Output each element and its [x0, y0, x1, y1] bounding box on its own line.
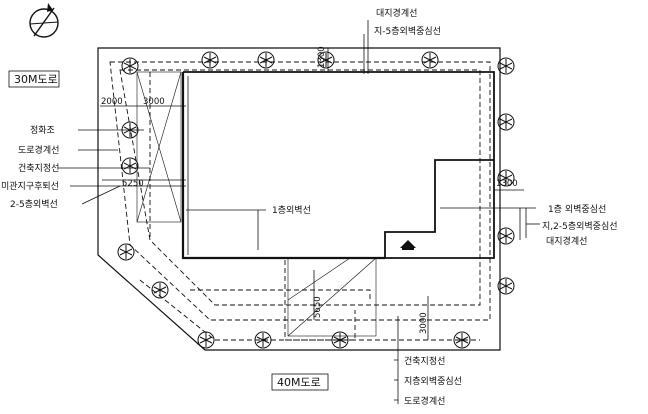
dim-2000: 2000	[101, 97, 123, 107]
label-1f-outer-center: 1층 외벽중심선	[548, 203, 606, 215]
dim-1300-top: 1300	[317, 46, 327, 68]
dim-3000: 3000	[143, 97, 165, 107]
label-basement-outer-center: 지층외벽중심선	[404, 375, 462, 387]
label-b1-2-5-center: 지,2-5층외벽중심선	[542, 220, 618, 232]
label-1f-outer-wall: 1층외벽선	[272, 204, 311, 216]
entrance-icon	[400, 240, 416, 248]
dim-3000-bottom: 3000	[419, 312, 429, 334]
building-footprint	[183, 71, 495, 259]
dim-5650: 5650	[313, 296, 323, 318]
label-beauty-district: 미관지구후퇴선	[1, 181, 59, 192]
label-boundary-right: 대지경계선	[546, 235, 587, 247]
hatched-area	[136, 71, 377, 337]
north-arrow-icon	[29, 3, 59, 38]
label-b1-5-outer-wall: 지-5층외벽중심선	[374, 25, 441, 37]
label-2-5-outer-wall: 2-5층외벽선	[10, 198, 58, 210]
dim-5250: 5250	[122, 179, 144, 189]
label-road-boundary-bottom: 도로경계선	[404, 395, 445, 407]
label-building-line: 건축지정선	[18, 163, 59, 174]
road-label-30m: 30M도로	[14, 73, 58, 86]
dimension-lines	[100, 48, 524, 340]
leader-lines	[58, 20, 540, 404]
label-boundary-top: 대지경계선	[376, 7, 417, 19]
road-label-40m: 40M도로	[277, 376, 321, 389]
dim-1300-right: 1300	[496, 179, 518, 189]
site-boundary	[97, 47, 501, 351]
label-landscape: 정화조	[30, 125, 55, 136]
label-building-line-bottom: 건축지정선	[404, 356, 445, 367]
label-road-boundary: 도로경계선	[18, 144, 59, 156]
setback-lines	[109, 61, 491, 341]
